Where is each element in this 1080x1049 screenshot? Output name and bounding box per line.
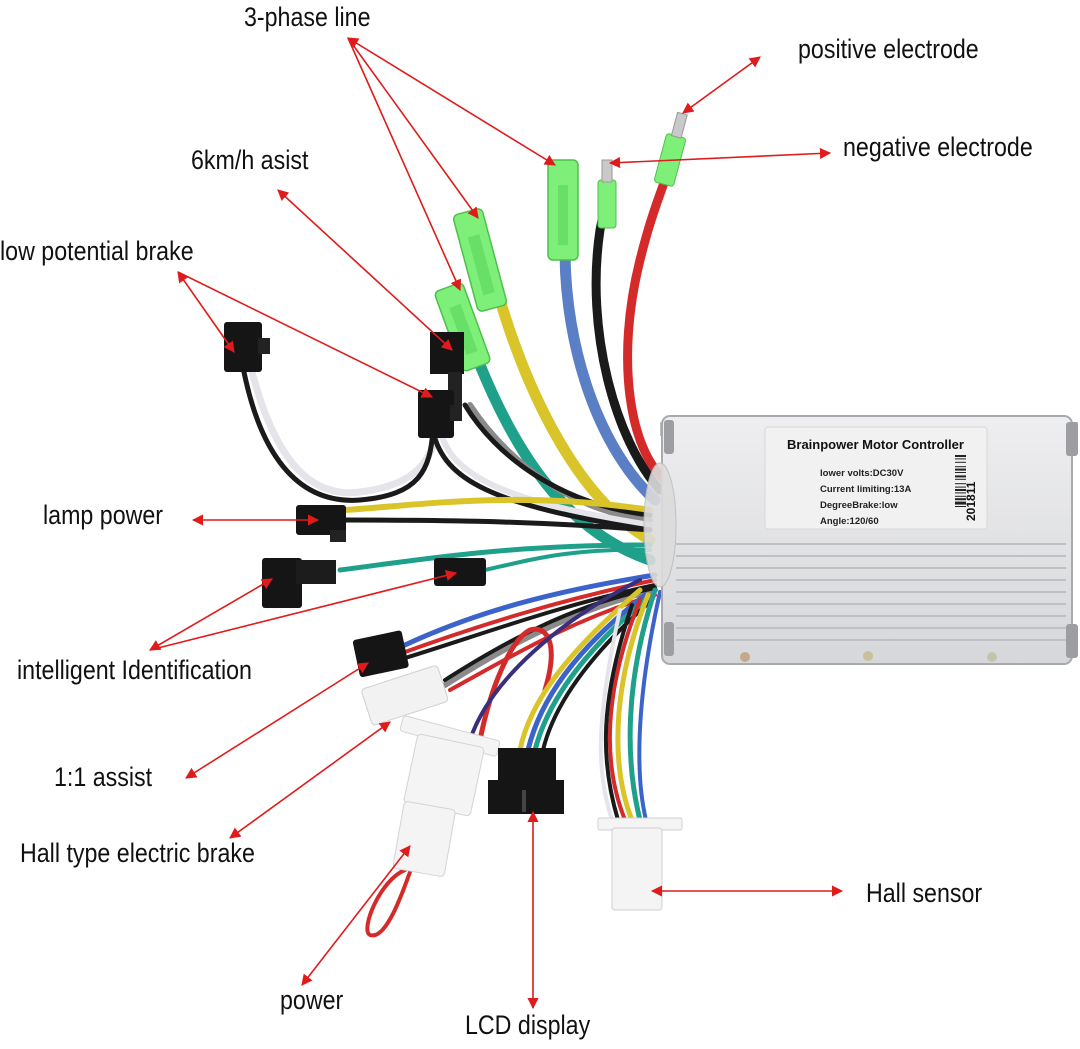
label-positive-electrode: positive electrode (798, 34, 979, 64)
hall-wire-white (598, 608, 622, 822)
hall-wire-green (627, 587, 658, 823)
arrow-hall-brake (229, 721, 391, 839)
controller-serial: 201811 (964, 481, 978, 521)
screw-icon (740, 652, 750, 662)
label-hall-type-electric-brake: Hall type electric brake (20, 838, 255, 868)
phase-terminal-green-1 (547, 159, 579, 261)
hall-wire-yellow (615, 592, 651, 823)
barcode-bar (955, 492, 966, 494)
barcode-bar (955, 475, 966, 478)
low-brake-connector-2 (418, 390, 462, 438)
positive-terminal (654, 111, 688, 187)
arrow-3phase-3 (347, 37, 462, 292)
lamp-power-connector (296, 505, 346, 542)
ident-wire-teal-2 (483, 547, 652, 572)
arrow-3phase-1 (347, 37, 556, 166)
controller-spec-4: Angle:120/60 (820, 516, 879, 527)
wire-harness (241, 175, 670, 938)
label-6kmh-assist: 6km/h asist (191, 145, 309, 175)
phase-terminal-green-2 (452, 208, 508, 312)
label-hall-sensor: Hall sensor (866, 878, 983, 908)
barcode-bar (955, 483, 966, 485)
barcode-bar (955, 498, 966, 501)
arrow-ident-1 (149, 578, 273, 651)
brake-wire-white-2 (437, 427, 653, 528)
lcd-wire-yellow (517, 587, 643, 753)
barcode-bar (955, 506, 966, 507)
blue-phase-wire (559, 244, 661, 506)
hall-wire-black (603, 603, 634, 822)
arrow-power (301, 845, 411, 986)
barcode-bar (955, 461, 966, 463)
power-wire-purple (468, 578, 642, 742)
lamp-wire-yellow (342, 496, 653, 513)
hall-sensor-connector (597, 817, 683, 911)
negative-terminal (597, 159, 617, 229)
arrow-low-brake-1 (177, 271, 235, 353)
label-1-1-assist: 1:1 assist (54, 762, 153, 792)
controller-spec-1: lower volts:DC30V (820, 468, 904, 479)
arrow-low-brake-2 (177, 271, 434, 398)
barcode-bar (955, 468, 966, 471)
red-power-wire (623, 175, 670, 485)
mounting-tab (1066, 624, 1078, 658)
brake-wire-white (248, 368, 444, 497)
brake-wire-black (241, 369, 436, 503)
barcode-bar (955, 486, 966, 488)
barcode-bar (955, 501, 966, 505)
label-low-potential-brake: low potential brake (0, 236, 194, 266)
controller-brand-title: Brainpower Motor Controller (787, 437, 964, 452)
hall-wire-blue (637, 590, 662, 822)
arrow-3phase-2 (347, 37, 479, 219)
barcode-bar (955, 455, 966, 457)
callout-arrows (149, 37, 844, 1010)
arrow-ident-2 (149, 570, 458, 651)
black-assist-wire (462, 402, 653, 518)
one-to-one-assist-connector (352, 630, 409, 678)
power-loop-wire (365, 868, 412, 938)
label-3-phase-line: 3-phase line (244, 2, 371, 32)
motor-controller-box: Brainpower Motor Controller lower volts:… (643, 415, 1078, 665)
arrow-negative (608, 147, 832, 169)
ident-connector-1 (262, 558, 336, 608)
brake-wire-black-2 (430, 429, 653, 533)
barcode-bar (955, 458, 966, 460)
screw-icon (863, 651, 873, 661)
arrow-positive (682, 56, 761, 114)
label-negative-electrode: negative electrode (843, 132, 1033, 162)
ident-wire-teal-1 (337, 542, 653, 573)
barcode-bar (955, 495, 966, 497)
screw-icon (987, 652, 997, 662)
assist-wire-red (403, 578, 657, 654)
barcode-bar (955, 478, 966, 480)
mounting-tab (664, 420, 674, 454)
assist-wire-blue (402, 572, 658, 648)
arrow-6kmh (277, 189, 453, 351)
mounting-tab (1066, 422, 1078, 456)
controller-sticker (764, 426, 988, 530)
controller-spec-3: DegreeBrake:low (820, 500, 898, 511)
hall-brake-white-connector-large (392, 715, 501, 877)
label-lcd-display: LCD display (465, 1010, 591, 1040)
label-intelligent-identification: intelligent Identification (17, 655, 252, 685)
barcode-bar (955, 489, 966, 491)
barcode (955, 455, 966, 507)
controller-spec-2: Current limiting:13A (820, 484, 911, 495)
lcd-display-connector (488, 748, 564, 814)
label-power: power (280, 985, 344, 1015)
arrow-one-to-one (185, 662, 369, 779)
hall-wire-red (607, 598, 642, 822)
mounting-tab (664, 622, 674, 656)
ident-connector-2 (434, 558, 486, 586)
barcode-bar (955, 472, 966, 473)
label-lamp-power: lamp power (43, 500, 164, 530)
barcode-bar (955, 466, 966, 468)
lamp-wire-black (342, 517, 653, 533)
